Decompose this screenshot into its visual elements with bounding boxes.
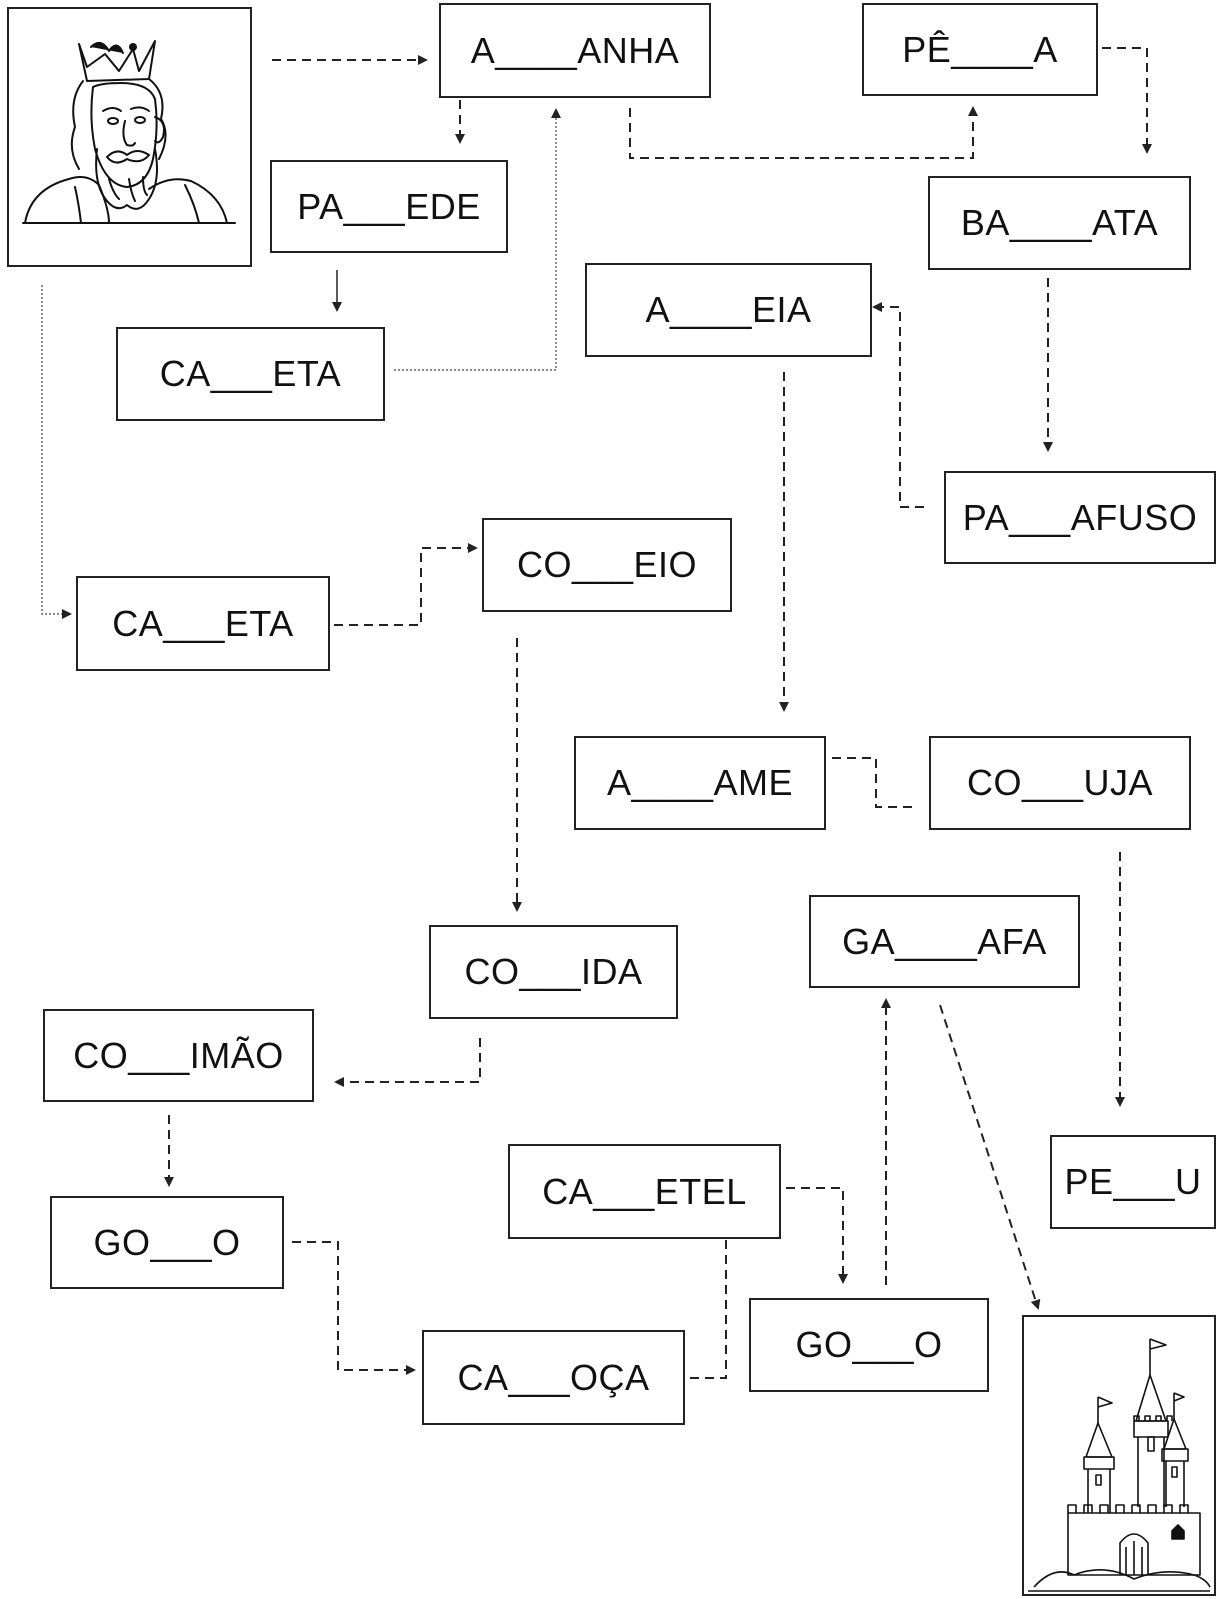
word-box-12: GA____AFA bbox=[809, 895, 1080, 988]
word-box-16: CA___ETEL bbox=[508, 1144, 781, 1239]
castle-picture bbox=[1022, 1315, 1216, 1596]
path-arrow bbox=[690, 1208, 731, 1379]
word-box-5: CA___ETA bbox=[116, 327, 385, 421]
path-arrow bbox=[786, 1187, 848, 1284]
word-box-9: CA___ETA bbox=[76, 576, 330, 671]
word-box-6: A____EIA bbox=[585, 263, 872, 357]
path-arrow bbox=[334, 1038, 481, 1087]
word-box-7: PA___AFUSO bbox=[944, 471, 1216, 564]
path-arrow bbox=[872, 302, 924, 508]
castle-icon bbox=[1028, 1338, 1211, 1592]
word-box-18: GO___O bbox=[749, 1298, 989, 1392]
path-arrow bbox=[41, 285, 72, 619]
word-box-19: CA___OÇA bbox=[422, 1330, 685, 1425]
word-box-3: PA___EDE bbox=[270, 160, 508, 253]
king-picture bbox=[7, 7, 252, 267]
word-box-15: PE___U bbox=[1050, 1135, 1216, 1229]
path-arrow bbox=[394, 108, 561, 371]
path-arrow bbox=[334, 543, 478, 626]
word-box-13: CO___IDA bbox=[429, 925, 678, 1019]
word-box-14: CO___IMÃO bbox=[43, 1009, 314, 1102]
path-arrow bbox=[1102, 47, 1152, 154]
word-box-11: CO___UJA bbox=[929, 736, 1191, 830]
king-icon bbox=[22, 40, 236, 224]
path-arrow bbox=[292, 1241, 416, 1375]
path-line bbox=[832, 757, 916, 808]
word-box-17: GO___O bbox=[50, 1196, 284, 1289]
word-box-8: CO___EIO bbox=[482, 518, 732, 612]
path-arrow bbox=[939, 1004, 1041, 1310]
word-box-10: A____AME bbox=[574, 736, 826, 830]
path-arrow bbox=[629, 106, 978, 159]
word-box-2: PÊ____A bbox=[862, 3, 1098, 96]
word-box-1: A____ANHA bbox=[439, 3, 711, 98]
word-box-4: BA____ATA bbox=[928, 176, 1191, 270]
